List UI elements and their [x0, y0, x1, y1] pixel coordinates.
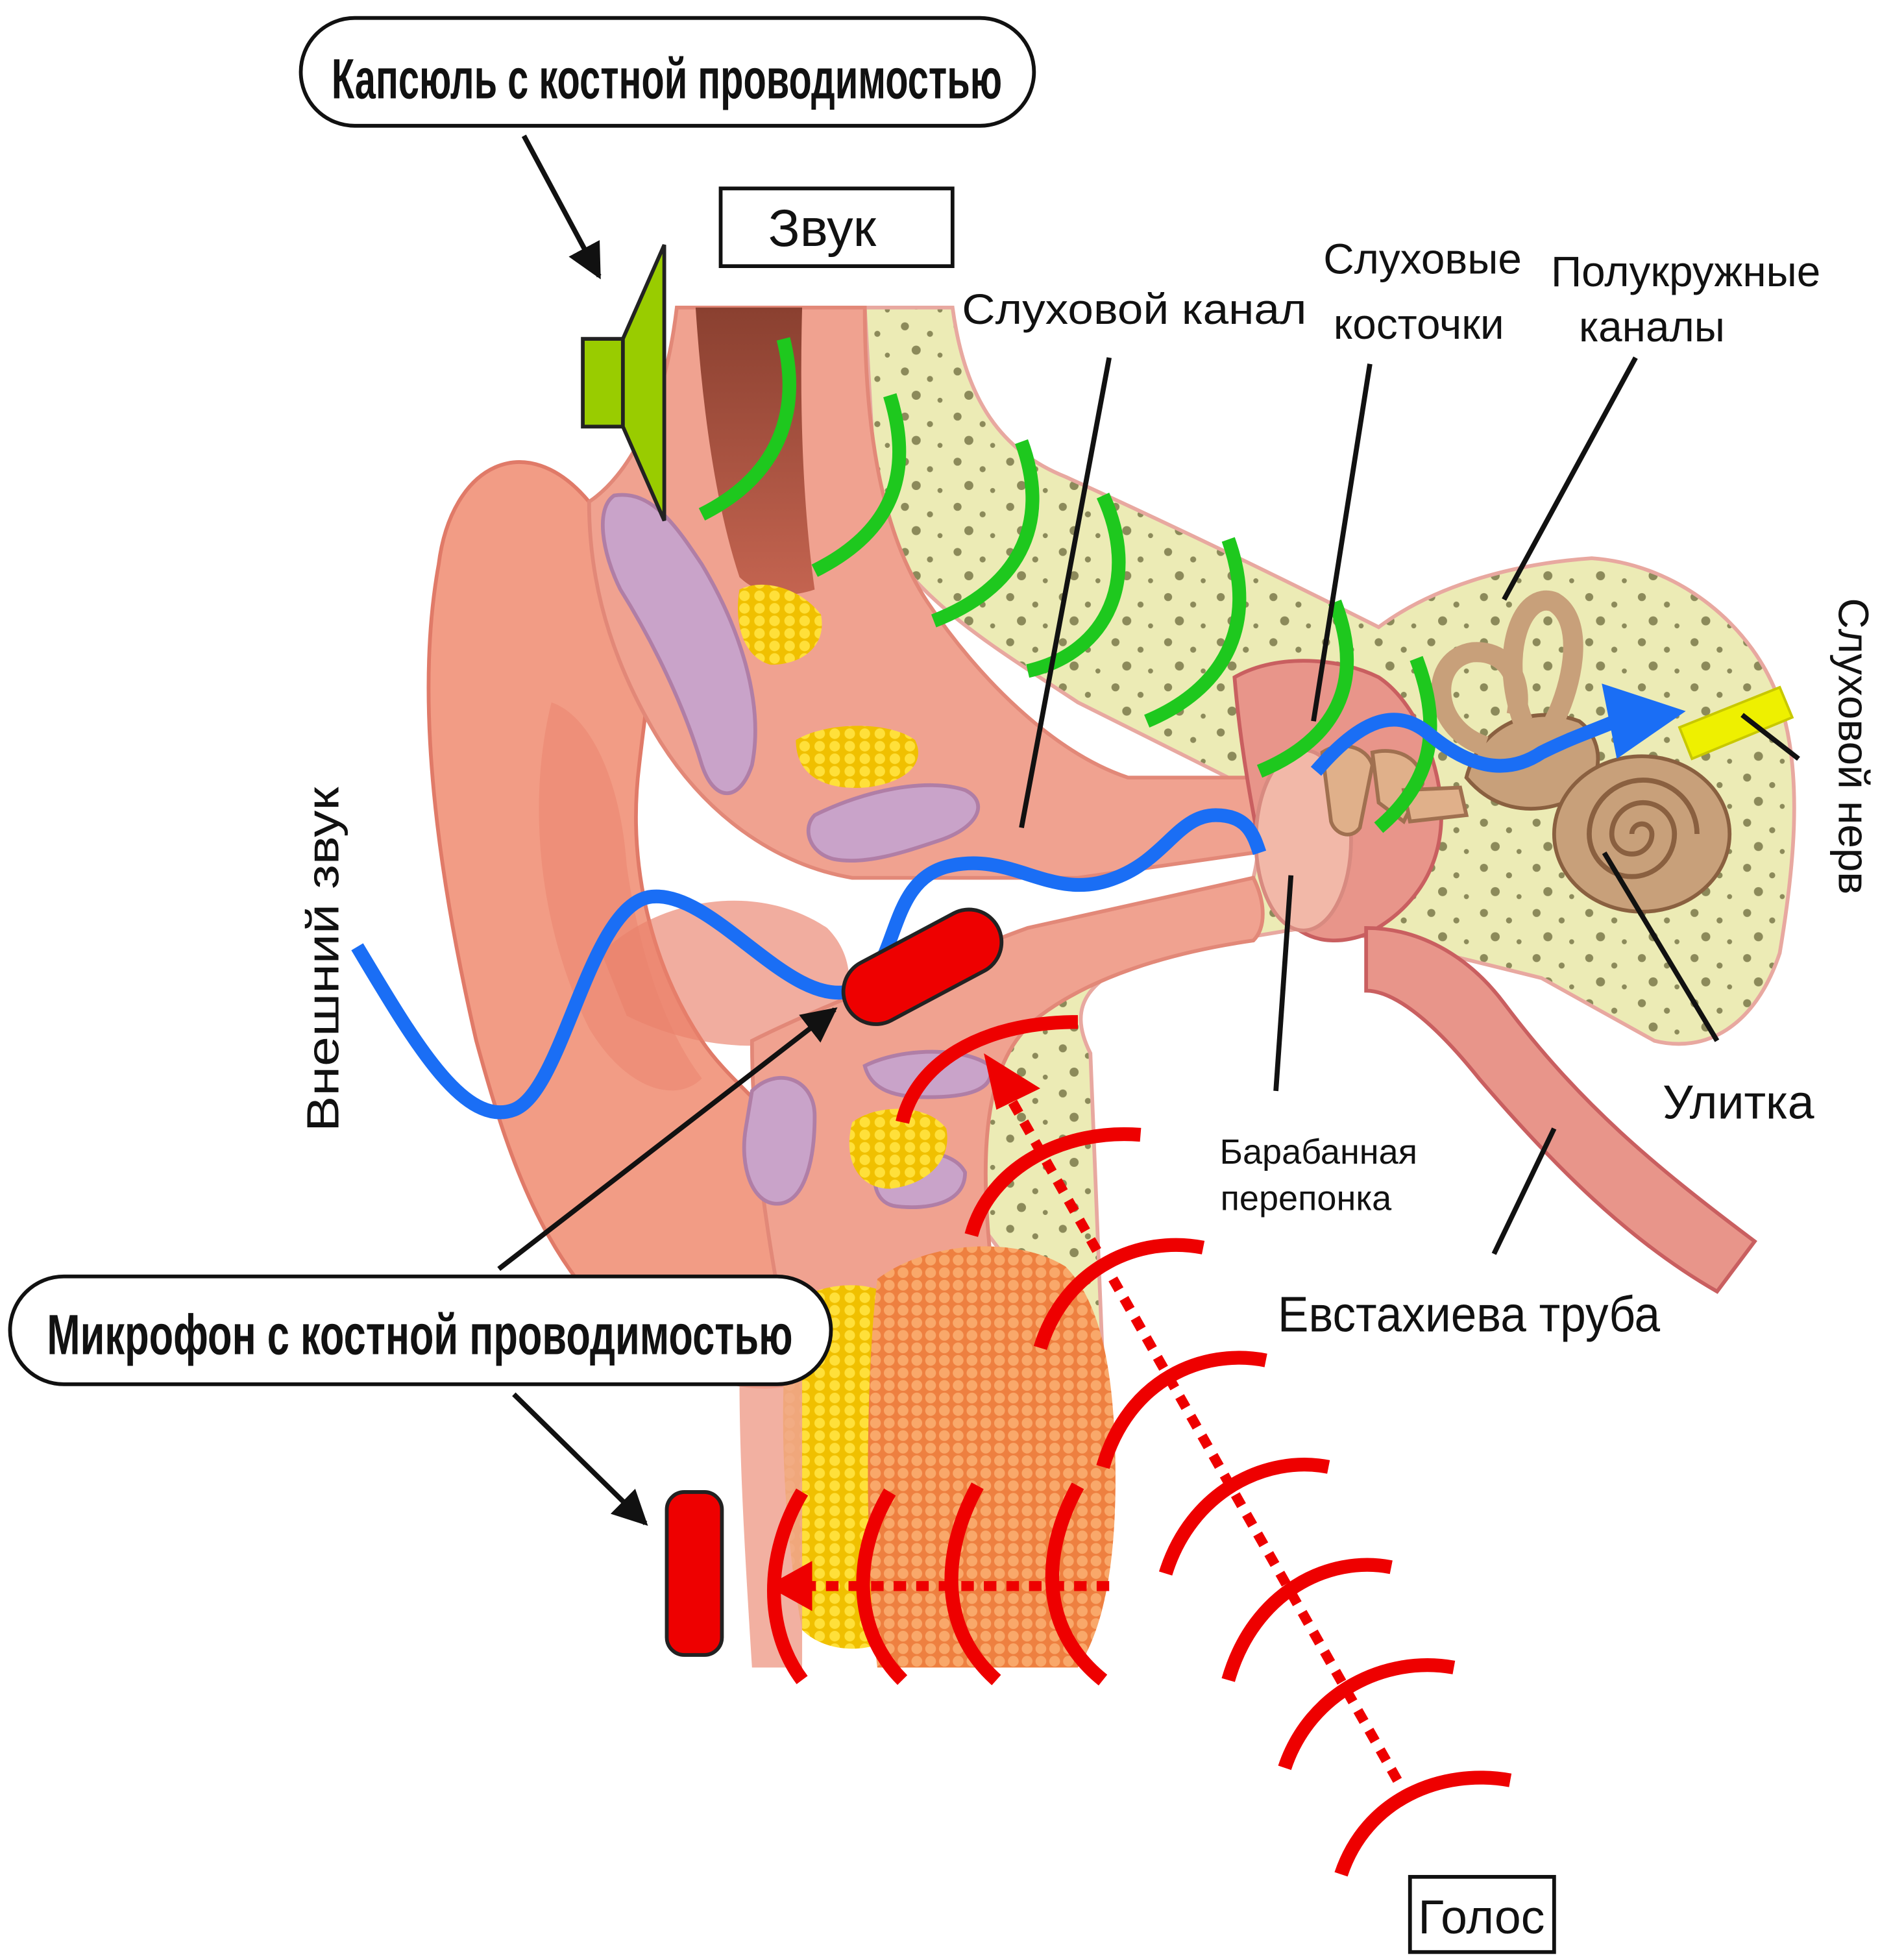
green-wave-6 [1256, 599, 1354, 778]
capsule-label-box [299, 16, 1036, 128]
speaker-magnet [581, 337, 625, 429]
leader-eustachian [1491, 1127, 1557, 1255]
ossicles [1320, 744, 1469, 837]
green-sound-waves [698, 337, 1437, 833]
red-arc-7 [1278, 1658, 1456, 1770]
leader-ossicles [1311, 363, 1373, 722]
stapes [1401, 785, 1469, 824]
ear-canal-label: Слуховой канал [962, 286, 1306, 333]
in-ear-bone-microphone [841, 907, 1004, 1026]
red-arc-2 [964, 1127, 1141, 1237]
red-arc-8 [1334, 1770, 1512, 1877]
green-wave-2 [811, 393, 907, 577]
voice-label: Голос [1418, 1891, 1544, 1944]
nerve-label: Слуховой нерв [1829, 598, 1877, 894]
red-arc-6 [1221, 1558, 1393, 1682]
sound-label: Звук [768, 199, 877, 258]
bone-conduction-wave-blue [1310, 709, 1633, 776]
external-bone-microphone [665, 1490, 724, 1657]
cartilage-1 [601, 493, 757, 795]
speaker-cone [620, 244, 666, 522]
green-wave-7 [1374, 655, 1437, 833]
green-wave-1 [698, 337, 796, 521]
red-arc-4 [1096, 1351, 1267, 1469]
mic-label: Микрофон с костной проводимостью [47, 1304, 792, 1367]
eardrum-label-line2: перепонка [1221, 1179, 1393, 1218]
leader-semicircular [1502, 356, 1638, 601]
fat-1 [738, 584, 822, 665]
eustachian-tube-shape [1364, 925, 1757, 1294]
ossicles-label-line1: Слуховые [1323, 236, 1522, 283]
voice-path-diagonal [998, 1082, 1402, 1783]
concha [602, 900, 849, 1046]
red-arc-1 [896, 1015, 1078, 1124]
red-arc-h3 [944, 1482, 1001, 1685]
leader-eardrum [1273, 875, 1294, 1092]
semicircular-label-line2: каналы [1579, 303, 1725, 350]
cartilage-2 [806, 783, 980, 863]
capsule-label: Капсюль с костной проводимостью [332, 47, 1002, 110]
inner-ear [1431, 591, 1732, 914]
semicircular-canal-b [1431, 642, 1528, 756]
red-voice-waves [767, 1015, 1512, 1877]
fat-2 [796, 726, 918, 789]
bone-conduction-speaker [581, 244, 666, 522]
labels: Капсюль с костной проводимостью Звук Слу… [8, 16, 1877, 1954]
leader-capsule [521, 134, 602, 280]
leader-mic-inner [497, 1007, 838, 1271]
green-wave-5 [1144, 537, 1247, 728]
sound-label-box [718, 186, 955, 269]
cochlea-label: Улитка [1663, 1075, 1814, 1129]
mic-label-box [8, 1274, 833, 1386]
external-sound-label: Внешний звук [297, 787, 348, 1132]
leader-cochlea [1602, 851, 1720, 1042]
red-arc-h1 [767, 1488, 809, 1685]
cartilage-3 [742, 1075, 817, 1206]
blue-arrowhead [1602, 683, 1686, 759]
orange-tissue [868, 1246, 1116, 1668]
green-wave-4 [1026, 493, 1126, 678]
ossicles-label-line2: косточки [1334, 300, 1504, 348]
auditory-nerve-shape [1678, 685, 1794, 761]
leader-ear-canal [1019, 357, 1112, 829]
eardrum-label-line1: Барабанная [1219, 1133, 1417, 1171]
voice-arrowhead-left [766, 1561, 812, 1611]
leader-nerve [1740, 713, 1800, 761]
semicircular-label-line1: Полукружные [1551, 248, 1820, 295]
fat-3 [849, 1109, 947, 1189]
eustachian-label: Евстахиева труба [1278, 1287, 1660, 1343]
red-arc-5 [1158, 1458, 1330, 1576]
green-wave-3 [931, 439, 1040, 628]
voice-label-box [1408, 1874, 1556, 1954]
leader-mic-outer [512, 1392, 648, 1526]
cochlea-spiral [1587, 778, 1700, 879]
leader-lines [497, 134, 1800, 1526]
red-arc-h2 [856, 1488, 908, 1685]
voice-arrowhead-up [984, 1053, 1041, 1110]
